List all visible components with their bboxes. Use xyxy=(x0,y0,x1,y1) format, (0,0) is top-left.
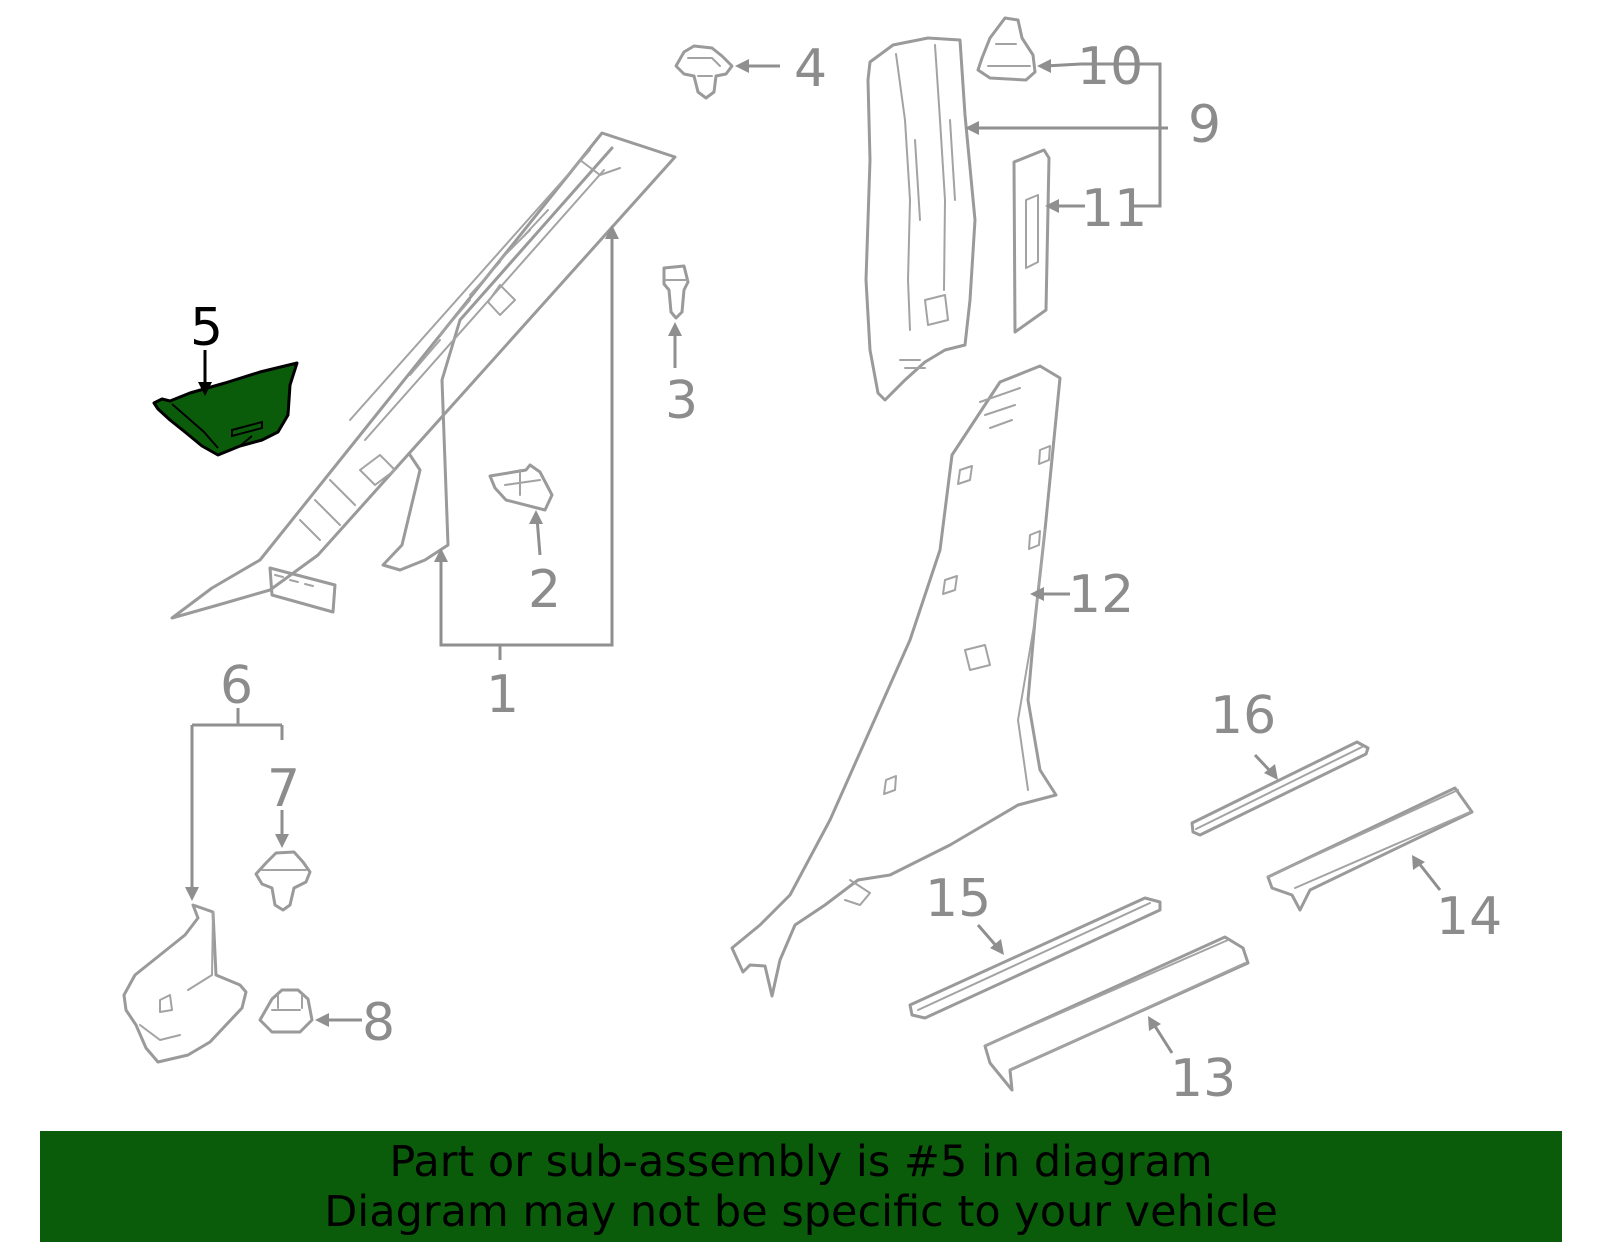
part-16-scuff-strip[interactable] xyxy=(1190,740,1370,837)
callout-2[interactable]: 2 xyxy=(528,560,561,620)
callout-16[interactable]: 16 xyxy=(1210,686,1276,746)
callout-4[interactable]: 4 xyxy=(794,39,827,99)
part-6-lower-trim[interactable] xyxy=(122,903,248,1064)
leader-16-arrowhead xyxy=(1264,764,1278,780)
leader-5-arrowhead xyxy=(198,382,212,396)
leader-15-arrowhead xyxy=(990,939,1004,955)
part-1-a-pillar-trim[interactable] xyxy=(170,131,677,620)
leader-3-arrowhead xyxy=(668,322,682,336)
leader-14-arrowhead xyxy=(1412,855,1425,870)
leader-10-arrowhead xyxy=(1037,59,1051,73)
callout-10[interactable]: 10 xyxy=(1077,37,1143,97)
part-7-push-clip[interactable] xyxy=(254,850,312,912)
part-9-b-pillar-upper[interactable] xyxy=(864,36,977,402)
callout-8[interactable]: 8 xyxy=(362,993,395,1053)
leader-13-arrowhead xyxy=(1148,1016,1161,1031)
leader-8-arrowhead xyxy=(315,1013,329,1027)
leader-1b-arrowhead xyxy=(605,225,619,239)
part-8-nut[interactable] xyxy=(258,988,314,1034)
part-3-clip[interactable] xyxy=(662,264,690,320)
notice-banner: Part or sub-assembly is #5 in diagram Di… xyxy=(40,1131,1562,1242)
part-15-scuff-strip[interactable] xyxy=(908,896,1162,1020)
part-10-clip[interactable] xyxy=(976,16,1037,82)
leader-4-arrowhead xyxy=(735,59,749,73)
leader-12-arrowhead xyxy=(1030,587,1044,601)
leader-1a-arrowhead xyxy=(434,548,448,562)
leader-2-arrowhead xyxy=(529,510,543,524)
callout-11[interactable]: 11 xyxy=(1081,179,1147,239)
leader-11-arrowhead xyxy=(1045,199,1059,213)
notice-line-disclaimer: Diagram may not be specific to your vehi… xyxy=(324,1186,1278,1237)
callout-5[interactable]: 5 xyxy=(190,298,223,358)
part-14-rear-sill-plate[interactable] xyxy=(1266,786,1474,912)
callout-7[interactable]: 7 xyxy=(267,759,300,819)
part-13-sill-plate[interactable] xyxy=(983,935,1250,1092)
callout-1[interactable]: 1 xyxy=(486,665,519,725)
leader-7-arrowhead xyxy=(275,834,289,848)
part-5-trim-cover[interactable] xyxy=(152,361,299,457)
callout-labels: 1 2 3 4 5 6 7 8 9 10 11 12 13 14 15 16 xyxy=(190,37,1502,1109)
callout-9[interactable]: 9 xyxy=(1188,95,1221,155)
part-11-garnish[interactable] xyxy=(1012,148,1051,334)
part-2-bracket[interactable] xyxy=(488,463,554,512)
callout-13[interactable]: 13 xyxy=(1170,1049,1236,1109)
part-4-grommet[interactable] xyxy=(674,44,734,100)
callout-6[interactable]: 6 xyxy=(220,656,253,716)
part-12-b-pillar-lower[interactable] xyxy=(730,364,1062,998)
callout-12[interactable]: 12 xyxy=(1068,565,1134,625)
leader-6-arrowhead xyxy=(185,887,199,901)
callout-15[interactable]: 15 xyxy=(925,869,991,929)
callout-3[interactable]: 3 xyxy=(665,371,698,431)
notice-line-part-number: Part or sub-assembly is #5 in diagram xyxy=(389,1136,1213,1187)
leader-9-arrowhead xyxy=(965,121,979,135)
leader-lines xyxy=(185,59,1442,1054)
callout-14[interactable]: 14 xyxy=(1436,887,1502,947)
